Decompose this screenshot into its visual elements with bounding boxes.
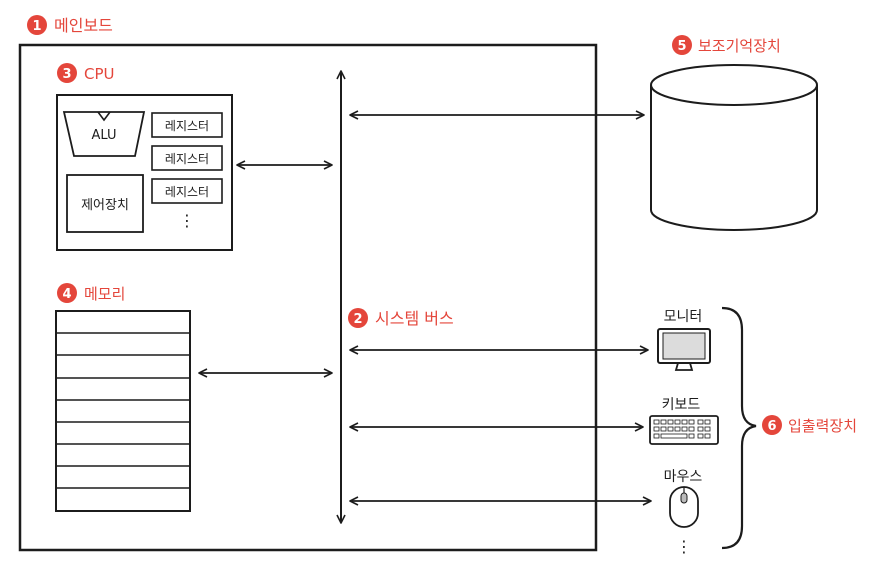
keyboard-icon — [649, 415, 719, 445]
key — [681, 419, 688, 425]
badge-number: 4 — [62, 287, 71, 302]
number-badge — [762, 415, 782, 435]
control-unit-label: 제어장치 — [81, 198, 129, 213]
monitor-icon — [657, 328, 711, 371]
register-box — [151, 178, 223, 204]
memory-box — [55, 310, 191, 512]
system-bus-label: 2 시스템 버스 — [348, 308, 454, 328]
storage-label: 5 보조기억장치 — [672, 35, 781, 55]
key — [660, 419, 667, 425]
mouse-icon — [669, 486, 699, 528]
key — [704, 433, 711, 439]
number-badge — [672, 35, 692, 55]
monitor-label: 모니터 — [664, 309, 703, 325]
memory-block — [55, 310, 191, 512]
key — [704, 419, 711, 425]
key — [697, 419, 704, 425]
cpu-title: CPU — [84, 65, 115, 83]
key — [697, 426, 704, 432]
cpu-label: 3 CPU — [57, 63, 115, 83]
system-bus-title: 시스템 버스 — [375, 309, 454, 328]
monitor-stand — [674, 362, 694, 371]
key — [667, 426, 674, 432]
control-unit-box — [66, 174, 144, 233]
io-title: 입출력장치 — [788, 417, 857, 435]
key — [653, 419, 660, 425]
badge-number: 1 — [32, 19, 41, 34]
cpu-block: ALU 제어장치 레지스터 레지스터 레지스터 ⋮ — [56, 94, 233, 251]
memory-title: 메모리 — [84, 285, 125, 303]
alu-shape — [62, 111, 146, 157]
monitor-inner — [662, 332, 706, 360]
register-label: 레지스터 — [165, 185, 209, 199]
spacebar-key — [660, 433, 688, 439]
register-more-dots: ⋮ — [179, 211, 195, 230]
keyboard-label: 키보드 — [662, 397, 701, 413]
key — [681, 426, 688, 432]
number-badge — [27, 15, 47, 35]
cylinder-top — [650, 64, 818, 106]
cylinder-body — [650, 85, 818, 231]
register-box — [151, 112, 223, 138]
badge-number: 5 — [677, 39, 686, 54]
key — [704, 426, 711, 432]
cpu-box — [56, 94, 233, 251]
key — [653, 426, 660, 432]
number-badge — [348, 308, 368, 328]
memory-label: 4 메모리 — [57, 283, 125, 303]
badge-number: 2 — [353, 312, 362, 327]
key — [660, 426, 667, 432]
mainboard-label: 1 메인보드 — [27, 15, 113, 35]
io-brace — [721, 306, 757, 550]
number-badge — [57, 283, 77, 303]
io-label: 6 입출력장치 — [762, 415, 857, 435]
number-badge — [57, 63, 77, 83]
key — [688, 426, 695, 432]
mouse-wheel — [680, 492, 688, 504]
register-label: 레지스터 — [165, 119, 209, 133]
key — [674, 419, 681, 425]
io-more-dots: ⋮ — [676, 537, 692, 556]
badge-number: 3 — [62, 67, 71, 82]
mainboard-frame — [18, 43, 598, 552]
key — [667, 419, 674, 425]
key — [688, 433, 695, 439]
keyboard-body — [649, 415, 719, 445]
alu-label: ALU — [91, 128, 116, 143]
mouse-label: 마우스 — [664, 469, 703, 485]
mainboard-title: 메인보드 — [54, 16, 113, 35]
storage-title: 보조기억장치 — [698, 37, 781, 55]
key — [674, 426, 681, 432]
badge-number: 6 — [767, 419, 776, 434]
register-label: 레지스터 — [165, 152, 209, 166]
key — [688, 419, 695, 425]
register-box — [151, 145, 223, 171]
storage-cylinder-icon — [650, 64, 818, 231]
alu-notch — [97, 111, 111, 122]
key — [653, 433, 660, 439]
key — [697, 433, 704, 439]
